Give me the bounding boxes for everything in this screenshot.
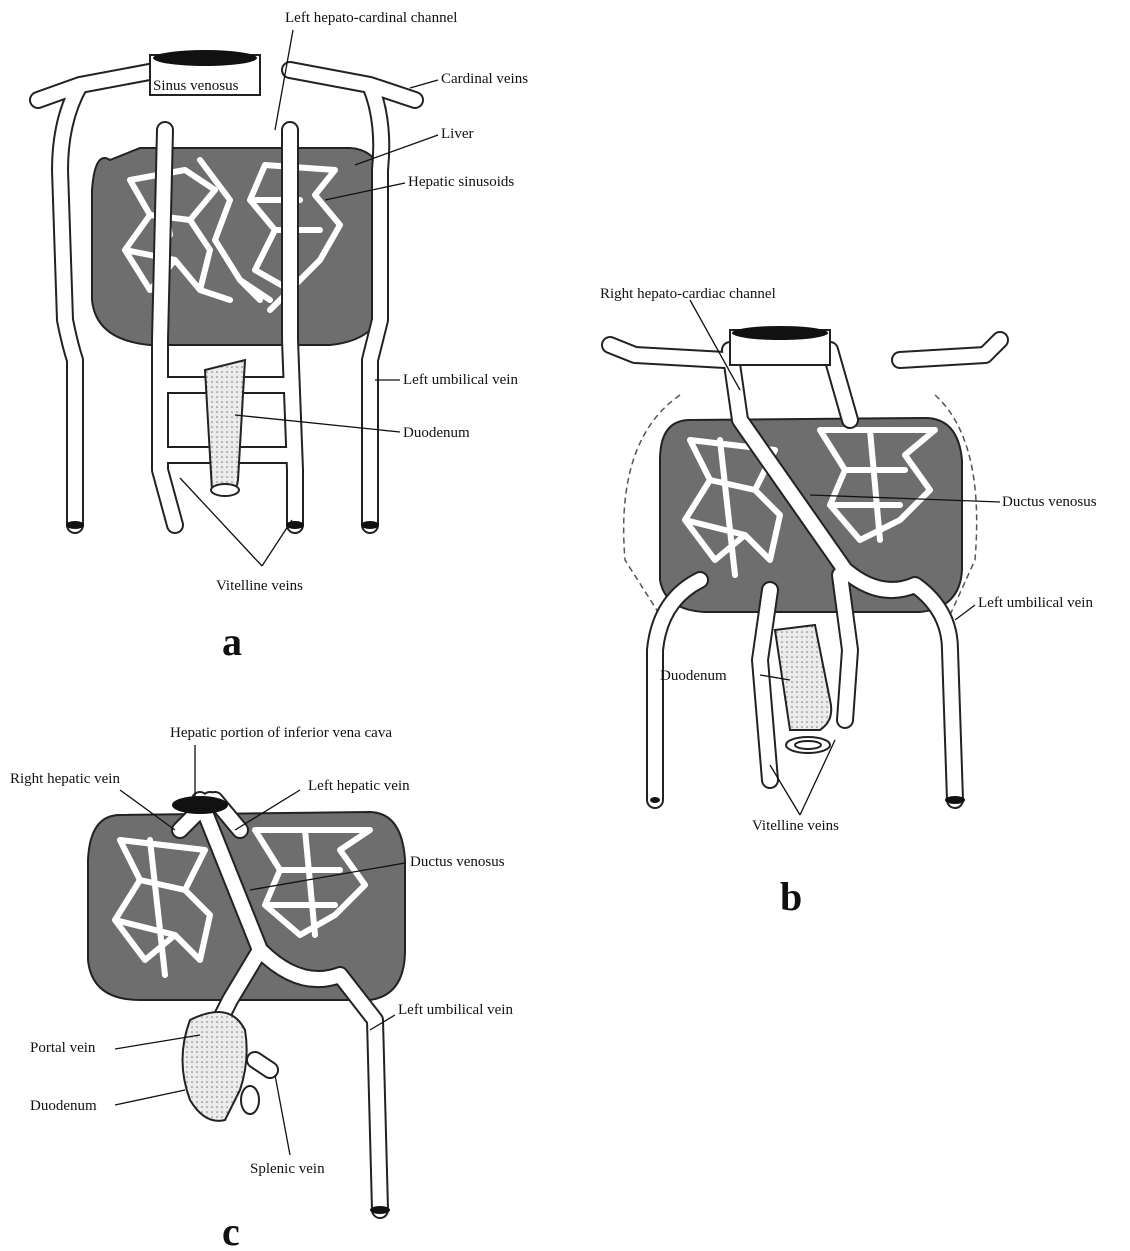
panel-letter-b: b bbox=[780, 874, 802, 919]
panel-a-duodenum bbox=[205, 360, 245, 496]
panel-a: Left hepato-cardinal channel Sinus venos… bbox=[38, 10, 528, 664]
panel-b-duodenum bbox=[775, 625, 831, 753]
panel-letter-c: c bbox=[222, 1209, 240, 1251]
label-splenic-vein: Splenic vein bbox=[250, 1161, 325, 1177]
label-portal-vein: Portal vein bbox=[30, 1040, 96, 1056]
label-duodenum-b: Duodenum bbox=[660, 668, 727, 684]
panel-c: Hepatic portion of inferior vena cava Ri… bbox=[10, 725, 513, 1251]
label-left-hepato-cardinal-channel: Left hepato-cardinal channel bbox=[285, 10, 457, 26]
label-cardinal-veins: Cardinal veins bbox=[441, 71, 528, 87]
label-sinus-venosus: Sinus venosus bbox=[153, 78, 239, 94]
label-ductus-venosus-c: Ductus venosus bbox=[410, 854, 505, 870]
label-liver: Liver bbox=[441, 126, 473, 142]
label-left-umbilical-vein-a: Left umbilical vein bbox=[403, 372, 518, 388]
label-vitelline-veins-b: Vitelline veins bbox=[752, 818, 839, 834]
panel-letter-a: a bbox=[222, 619, 242, 664]
panel-c-ivc-opening bbox=[172, 796, 228, 814]
panel-a-sinus-venosus-opening bbox=[153, 50, 257, 66]
label-duodenum-c: Duodenum bbox=[30, 1098, 97, 1114]
label-left-umbilical-vein-b: Left umbilical vein bbox=[978, 595, 1093, 611]
label-ductus-venosus-b: Ductus venosus bbox=[1002, 494, 1097, 510]
label-hepatic-sinusoids: Hepatic sinusoids bbox=[408, 174, 514, 190]
label-hepatic-portion-ivc: Hepatic portion of inferior vena cava bbox=[170, 725, 392, 741]
label-right-hepatic-vein: Right hepatic vein bbox=[10, 771, 120, 787]
label-left-hepatic-vein: Left hepatic vein bbox=[308, 778, 410, 794]
label-left-umbilical-vein-c: Left umbilical vein bbox=[398, 1002, 513, 1018]
label-right-hepato-cardiac-channel: Right hepato-cardiac channel bbox=[600, 286, 776, 302]
panel-b: Right hepato-cardiac channel Ductus veno… bbox=[600, 286, 1097, 919]
label-vitelline-veins-a: Vitelline veins bbox=[216, 578, 303, 594]
label-duodenum-a: Duodenum bbox=[403, 425, 470, 441]
panel-c-duodenum bbox=[183, 1012, 260, 1121]
